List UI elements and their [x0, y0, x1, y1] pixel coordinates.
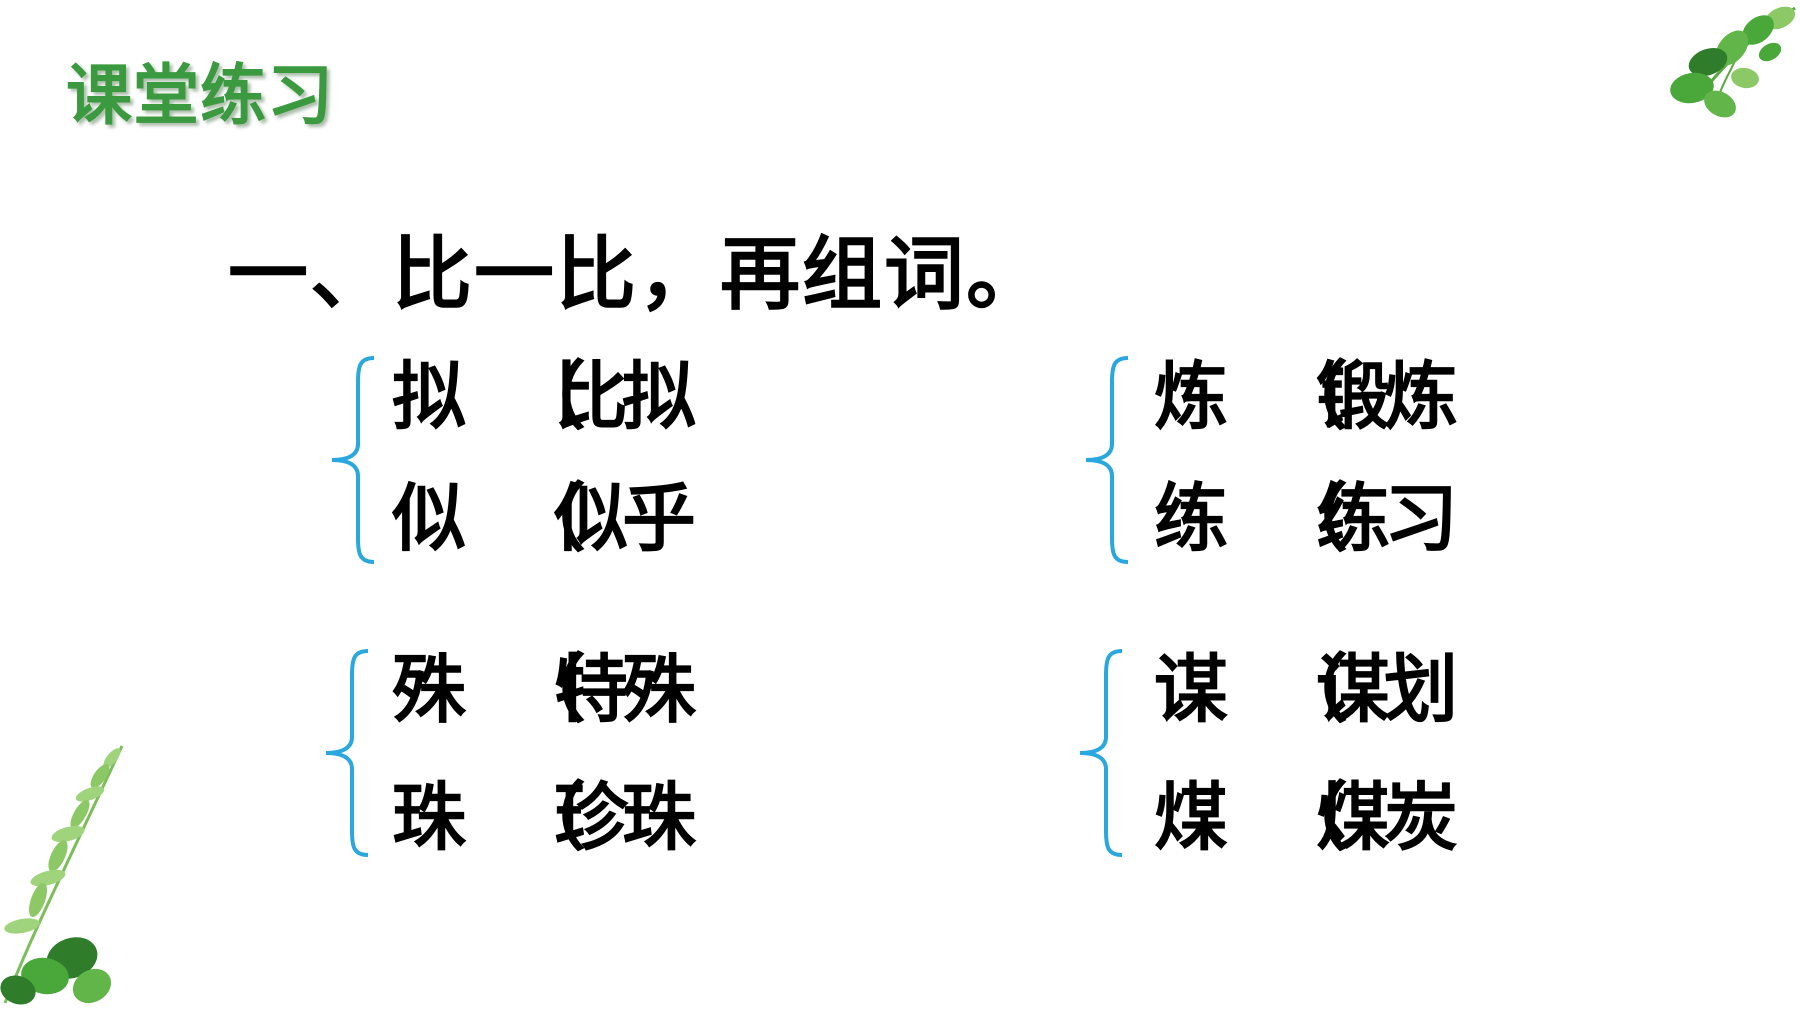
- target-char: 谋: [1154, 647, 1228, 733]
- word-row: 炼 （锻炼: [1154, 352, 1458, 442]
- open-paren: （: [1274, 354, 1348, 440]
- word-row: 珠 （珍珠: [392, 773, 696, 863]
- compound-word: 似乎: [554, 476, 696, 562]
- open-paren: （: [1274, 476, 1348, 562]
- question-heading: 一、比一比，再组词。: [228, 228, 1048, 321]
- compound-word: 珍珠: [554, 775, 696, 861]
- target-char: 珠: [392, 775, 466, 861]
- brace-icon: [1085, 356, 1129, 564]
- word-group-4: 谋（谋划 煤（煤炭: [1076, 645, 1496, 863]
- compound-word: 比拟: [554, 354, 696, 440]
- compound-word: 练习: [1316, 476, 1458, 562]
- brace-icon: [331, 356, 375, 564]
- compound-word: 谋划: [1316, 647, 1458, 733]
- compound-word: 煤炭: [1316, 775, 1458, 861]
- word-row: 拟 （比拟: [392, 352, 696, 442]
- target-char: 煤: [1154, 775, 1228, 861]
- target-char: 拟: [392, 354, 466, 440]
- target-char: 似: [392, 476, 466, 562]
- open-paren: （: [512, 354, 586, 440]
- brace-icon: [325, 649, 369, 857]
- target-char: 炼: [1154, 354, 1228, 440]
- open-paren: （: [1274, 775, 1348, 861]
- word-row: 练 （练习: [1154, 474, 1458, 564]
- open-paren: （: [512, 775, 586, 861]
- word-group-3: 殊（特殊 珠（珍珠: [322, 645, 742, 863]
- page-title: 课堂练习: [66, 57, 334, 134]
- leaf-sprig-icon: [1620, 0, 1800, 134]
- brace-icon: [1079, 649, 1123, 857]
- compound-word: 锻炼: [1316, 354, 1458, 440]
- word-row: 似 （似乎: [392, 474, 696, 564]
- target-char: 练: [1154, 476, 1228, 562]
- open-paren: （: [1274, 647, 1348, 733]
- compound-word: 特殊: [554, 647, 696, 733]
- open-paren: （: [512, 476, 586, 562]
- word-group-1: 拟（比拟 似（似乎: [328, 352, 748, 567]
- word-row: 谋 （谋划: [1154, 645, 1458, 735]
- word-row: 煤 （煤炭: [1154, 773, 1458, 863]
- word-row: 殊 （特殊: [392, 645, 696, 735]
- fern-leaves-icon: [0, 738, 140, 1012]
- target-char: 殊: [392, 647, 466, 733]
- open-paren: （: [512, 647, 586, 733]
- word-group-2: 炼（锻炼 练（练习: [1082, 352, 1502, 567]
